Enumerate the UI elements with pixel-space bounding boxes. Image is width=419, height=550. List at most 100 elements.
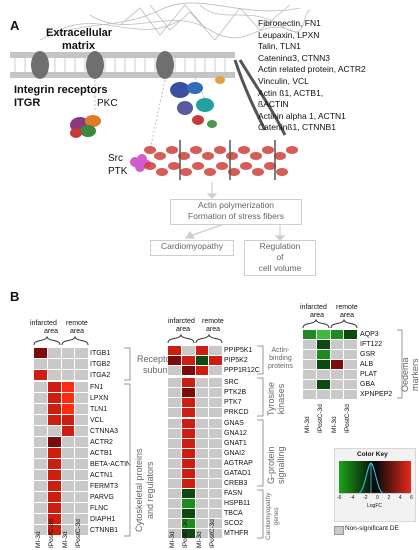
heatmap-cell — [61, 404, 75, 414]
heatmap-cell — [168, 469, 181, 478]
heatmap-cell — [75, 448, 88, 458]
heatmap-cell — [61, 492, 75, 502]
gene-label: FERMT3 — [90, 483, 118, 490]
cond-label: IPostC-3d — [48, 519, 55, 548]
gene-label: BETA-ACTIN — [90, 461, 132, 468]
color-key-tick: 2 — [387, 495, 391, 501]
heatmap-cell — [168, 509, 181, 518]
right-heatmap-oedema — [303, 330, 357, 399]
actin-binding-label: Actin- binding proteins — [268, 347, 293, 371]
heatmap-cell — [75, 370, 88, 380]
heatmap-cell — [75, 404, 88, 414]
oedema-line-1: Oedema — [400, 357, 410, 392]
heatmap-cell — [195, 509, 209, 518]
gene-label: CTNNA3 — [90, 428, 119, 435]
heatmap-cell — [181, 388, 195, 397]
heatmap-cell — [330, 340, 344, 349]
heatmap-cell — [195, 499, 209, 508]
heatmap-cell — [75, 470, 88, 480]
actin-stress-fibers — [144, 140, 298, 180]
left-remote-area-word: area — [70, 328, 85, 335]
heatmap-cell — [34, 348, 47, 358]
gene-label: VCL — [90, 417, 104, 424]
color-key-tick: -2 — [363, 495, 368, 501]
protein-item: Talin, TLN1 — [258, 41, 301, 52]
heatmap-cell — [303, 390, 316, 399]
panel-b-label: B — [10, 289, 20, 304]
heatmap-cell — [61, 415, 75, 425]
heatmap-cell — [195, 469, 209, 478]
gene-label: TLN1 — [90, 406, 108, 413]
heatmap-cell — [330, 390, 344, 399]
gene-label: MTHFR — [224, 530, 249, 537]
left-area-braces — [33, 336, 89, 346]
color-key-tick: 0 — [376, 495, 379, 501]
mid-remote-area-word: area — [206, 326, 221, 333]
cond-label: MI-3d — [196, 531, 203, 548]
heatmap-cell — [209, 499, 222, 508]
heatmap-cell — [195, 388, 209, 397]
ptk-label: PTK — [108, 166, 128, 177]
heatmap-cell — [61, 370, 75, 380]
heatmap-cell — [209, 346, 222, 355]
gene-label: GATAD1 — [224, 470, 251, 477]
heatmap-cell — [34, 492, 47, 502]
ecm-label-line-2: matrix — [62, 40, 96, 52]
heatmap-cell — [195, 398, 209, 407]
gene-label: ITGB2 — [90, 361, 111, 368]
heatmap-cell — [209, 388, 222, 397]
heatmap-cell — [209, 439, 222, 448]
cond-label: IPostC-3d — [344, 404, 351, 433]
protein-item: Leupaxin, LPXN — [258, 29, 320, 40]
heatmap-cell — [47, 393, 61, 403]
heatmap-cell — [168, 388, 181, 397]
gene-label: GNAS — [224, 420, 244, 427]
heatmap-cell — [47, 437, 61, 447]
gene-label: TBCA — [224, 510, 243, 517]
gene-label: PTK7 — [224, 399, 242, 406]
cardiomyopathy-line-1: Cardiomyopathy — [265, 492, 272, 540]
mid-area-braces — [167, 334, 223, 344]
heatmap-cell — [209, 449, 222, 458]
non-significant-label: Non-significant DE — [345, 525, 399, 532]
heatmap-cell — [61, 359, 75, 369]
heatmap-cell — [316, 330, 330, 339]
gene-label: FASN — [224, 490, 243, 497]
mid-infarcted-label: infarcted — [168, 318, 195, 325]
gene-label: IFT122 — [360, 341, 383, 348]
left-genes-receptors: ITGB1 ITGB2 ITGA2 — [90, 349, 110, 382]
heatmap-cell — [75, 426, 88, 436]
gene-label: AGTRAP — [224, 460, 253, 467]
heatmap-cell — [168, 366, 181, 375]
heatmap-cell — [344, 350, 357, 359]
regulation-of-text: of — [276, 252, 284, 262]
heatmap-cell — [209, 429, 222, 438]
cell-volume-box: Regulation of cell volume — [244, 240, 316, 276]
heatmap-cell — [34, 459, 47, 469]
cell-volume-text: cell volume — [258, 263, 302, 273]
heatmap-cell — [330, 370, 344, 379]
heatmap-cell — [168, 346, 181, 355]
heatmap-cell — [47, 382, 61, 392]
heatmap-cell — [209, 419, 222, 428]
heatmap-cell — [181, 439, 195, 448]
gene-label: GSR — [360, 351, 376, 358]
heatmap-cell — [47, 448, 61, 458]
heatmap-cell — [303, 330, 316, 339]
membrane-bottom — [10, 72, 235, 78]
heatmap-cell — [34, 470, 47, 480]
heatmap-cell — [209, 398, 222, 407]
gene-label: CTNNB1 — [90, 527, 119, 534]
heatmap-cell — [34, 404, 47, 414]
color-key-gradient — [339, 461, 411, 494]
actin-binding-line-1: Actin- — [271, 347, 290, 354]
gene-label: DIAPH1 — [90, 516, 116, 523]
heatmap-cell — [168, 519, 181, 528]
heatmap-cell — [181, 529, 195, 538]
heatmap-cell — [61, 514, 75, 524]
heatmap-cell — [75, 393, 88, 403]
protein-item: Actin related protein, ACTR2 — [258, 64, 366, 75]
heatmap-cell — [75, 359, 88, 369]
cytoskeletal-group-label: Cytoskeletal proteins and regulators — [134, 448, 156, 532]
heatmap-cell — [209, 459, 222, 468]
